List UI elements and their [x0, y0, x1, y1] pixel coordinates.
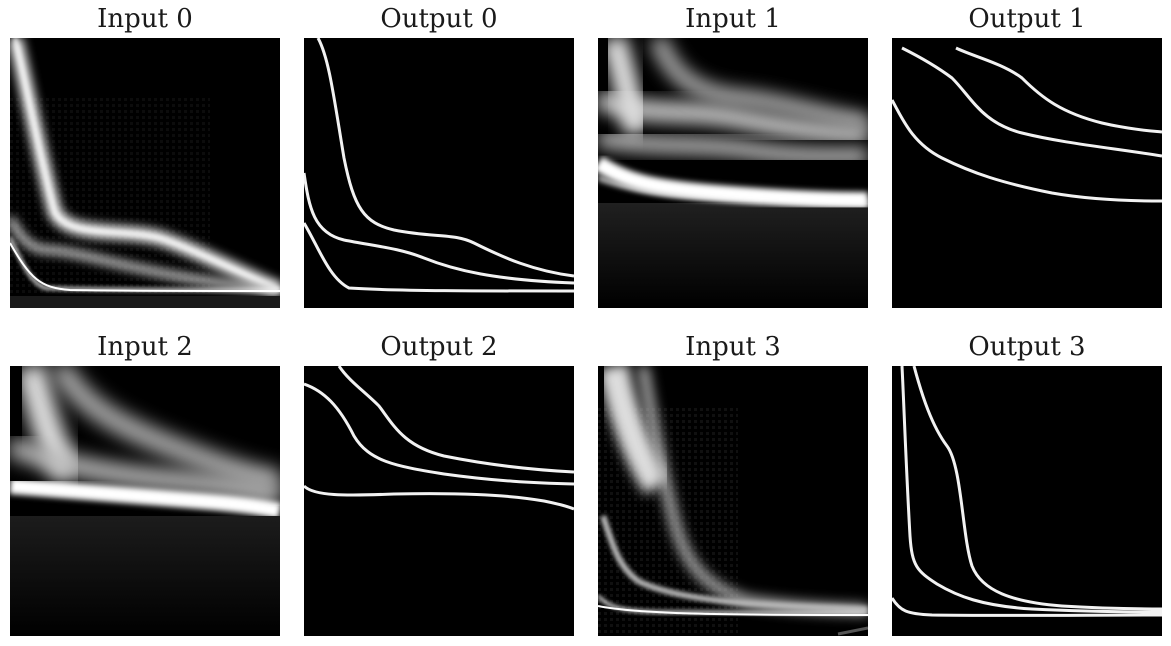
panel-title: Output 2: [380, 332, 498, 362]
panel-title: Output 0: [380, 4, 498, 34]
panel-title: Input 3: [685, 332, 781, 362]
output-image-2: [304, 366, 574, 636]
panel-title: Output 1: [968, 4, 1086, 34]
output-image-3: [892, 366, 1162, 636]
panel-title: Output 3: [968, 332, 1086, 362]
panel-title: Input 2: [97, 332, 193, 362]
output-image-1: [892, 38, 1162, 308]
output-image-0: [304, 38, 574, 308]
input-image-2: [10, 366, 280, 636]
panel-title: Input 1: [685, 4, 781, 34]
input-image-3: [598, 366, 868, 636]
input-image-0: [10, 38, 280, 308]
panel-title: Input 0: [97, 4, 193, 34]
input-image-1: [598, 38, 868, 308]
